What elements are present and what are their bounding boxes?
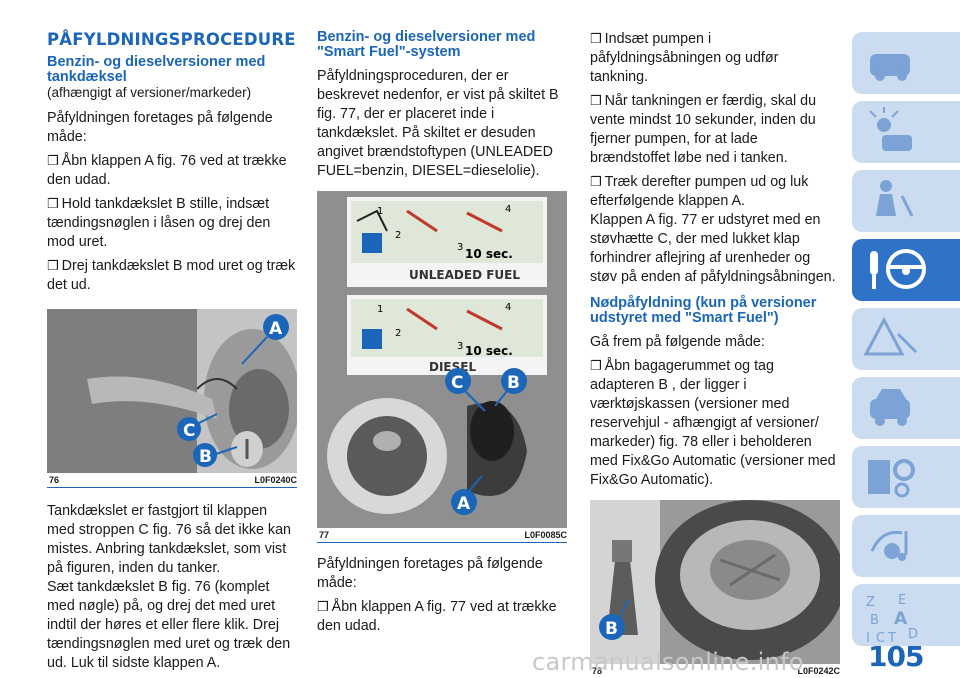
- svg-text:C: C: [876, 631, 885, 646]
- callout-a: A: [457, 494, 471, 514]
- figure-code: L0F0240C: [254, 475, 297, 485]
- figure-caption: 77 L0F0085C: [317, 528, 567, 542]
- step-bullet: ❒Åbn bagagerummet og tag adapteren B , d…: [590, 358, 836, 488]
- column-2: Benzin- og dieselversioner med "Smart Fu…: [317, 30, 567, 641]
- callout-b: B: [507, 373, 520, 393]
- intro-text: Gå frem på følgende måde:: [590, 334, 765, 350]
- callout-c: C: [451, 373, 463, 393]
- figure-77: 1 2 3 4 10 sec. UNLEADED FUEL 1 2 3 4 10…: [317, 191, 567, 543]
- checkbox-bullet-icon: ❒: [47, 197, 59, 212]
- checkbox-bullet-icon: ❒: [590, 359, 602, 374]
- figure-number: 77: [319, 530, 330, 540]
- svg-text:1: 1: [377, 304, 383, 315]
- chapter-tab-technical-data[interactable]: [852, 446, 960, 508]
- column-1: PÅFYLDNINGSPROCEDURE Benzin- og dieselve…: [47, 30, 297, 678]
- svg-text:E: E: [898, 593, 906, 608]
- key-steering-wheel-icon: [870, 249, 926, 289]
- step-bullet: ❒Åbn klappen A fig. 77 ved at trække den…: [317, 599, 557, 634]
- callout-b: B: [605, 619, 618, 639]
- checkbox-bullet-icon: ❒: [590, 94, 602, 109]
- intro-text: Påfyldningen foretages på følgende måde:: [317, 556, 543, 591]
- svg-text:Z: Z: [866, 595, 875, 610]
- svg-text:2: 2: [395, 328, 401, 339]
- paragraph-refit: Sæt tankdækslet B fig. 76 (komplet med n…: [47, 579, 291, 671]
- sticker-fuel-unleaded: UNLEADED FUEL: [409, 268, 520, 282]
- multimedia-icon: [870, 530, 908, 561]
- subheading-smart-fuel: Benzin- og dieselversioner med "Smart Fu…: [317, 29, 536, 60]
- step-bullet: ❒Åbn klappen A fig. 76 ved at trække den…: [47, 153, 287, 188]
- checkbox-bullet-icon: ❒: [590, 175, 602, 190]
- chapter-tab-multimedia[interactable]: [852, 515, 960, 577]
- figure-76: A C B 76 L0F0240C: [47, 309, 297, 488]
- chapter-tab-maintenance[interactable]: [852, 377, 960, 439]
- chapter-tab-safety[interactable]: [852, 170, 960, 232]
- subheading-note: (afhængigt af versioner/markeder): [47, 85, 252, 100]
- chapter-tab-index[interactable]: Z E B A I C T D: [852, 584, 960, 646]
- chapter-tab-dashboard[interactable]: [852, 32, 960, 94]
- callout-a: A: [269, 319, 283, 339]
- svg-text:1: 1: [377, 206, 383, 217]
- svg-text:3: 3: [457, 242, 463, 253]
- svg-text:4: 4: [505, 302, 511, 313]
- warning-lights-icon: [869, 107, 912, 151]
- svg-text:2: 2: [395, 230, 401, 241]
- step-bullet: ❒Indsæt pumpen i påfyldningsåbningen og …: [590, 31, 779, 85]
- step-bullet: ❒Træk derefter pumpen ud og luk efterføl…: [590, 174, 809, 209]
- figure-caption: 76 L0F0240C: [47, 473, 297, 487]
- svg-text:B: B: [870, 613, 879, 628]
- svg-text:I: I: [866, 631, 870, 646]
- checkbox-bullet-icon: ❒: [47, 259, 59, 274]
- figure-caption: 78 L0F0242C: [590, 664, 840, 678]
- section-heading: PÅFYLDNINGSPROCEDURE: [47, 30, 296, 49]
- dust-cap-paragraph: Klappen A fig. 77 er udstyret med en stø…: [590, 212, 836, 285]
- callout-c: C: [183, 421, 195, 441]
- gear-tools-icon: [868, 459, 915, 498]
- watermark: carmanualsonline.info: [532, 648, 804, 676]
- checkbox-bullet-icon: ❒: [590, 32, 602, 47]
- alphabet-index-icon: Z E B A I C T D: [866, 593, 918, 646]
- chapter-tab-warning-lights[interactable]: [852, 101, 960, 163]
- figure-78: B 78 L0F0242C: [590, 500, 840, 678]
- column-3: ❒Indsæt pumpen i påfyldningsåbningen og …: [590, 30, 840, 678]
- svg-text:3: 3: [457, 341, 463, 352]
- step-bullet: ❒Hold tankdækslet B stille, indsæt tændi…: [47, 196, 271, 250]
- svg-text:D: D: [908, 627, 918, 642]
- sticker-time: 10 sec.: [465, 247, 513, 261]
- smart-fuel-photo: 1 2 3 4 10 sec. UNLEADED FUEL 1 2 3 4 10…: [317, 191, 567, 528]
- checkbox-bullet-icon: ❒: [317, 600, 329, 615]
- step-bullet: ❒Når tankningen er færdig, skal du vente…: [590, 93, 817, 166]
- seat-safety-icon: [876, 180, 914, 217]
- svg-text:A: A: [894, 609, 908, 629]
- figure-number: 78: [592, 666, 603, 676]
- figure-number: 76: [49, 475, 60, 485]
- step-bullet: ❒Drej tankdækslet B mod uret og træk det…: [47, 258, 296, 293]
- car-maintenance-icon: [870, 389, 910, 426]
- fuel-cap-photo: A C B: [47, 309, 297, 473]
- smart-fuel-paragraph: Påfyldningsproceduren, der er beskrevet …: [317, 68, 559, 179]
- chapter-tab-starting-driving[interactable]: [852, 239, 960, 301]
- adapter-spare-wheel-photo: B: [590, 500, 840, 664]
- chapter-tab-emergency[interactable]: [852, 308, 960, 370]
- svg-text:T: T: [887, 631, 896, 646]
- svg-text:4: 4: [505, 204, 511, 215]
- figure-code: L0F0242C: [797, 666, 840, 676]
- emergency-triangle-icon: [863, 316, 918, 356]
- sticker-time: 10 sec.: [465, 344, 513, 358]
- intro-text: Påfyldningen foretages på følgende måde:: [47, 110, 273, 145]
- subheading-emergency-refuel: Nødpåfyldning (kun på versioner udstyret…: [590, 295, 817, 326]
- paragraph-strap: Tankdækslet er fastgjort til klappen med…: [47, 503, 291, 576]
- figure-code: L0F0085C: [524, 530, 567, 540]
- callout-b: B: [199, 447, 212, 467]
- chapter-sidebar: Z E B A I C T D: [852, 32, 960, 646]
- page-number: 105: [868, 640, 924, 673]
- subheading-cap-versions: Benzin- og dieselversioner med tankdækse…: [47, 54, 266, 85]
- car-dashboard-icon: [870, 54, 910, 81]
- checkbox-bullet-icon: ❒: [47, 154, 59, 169]
